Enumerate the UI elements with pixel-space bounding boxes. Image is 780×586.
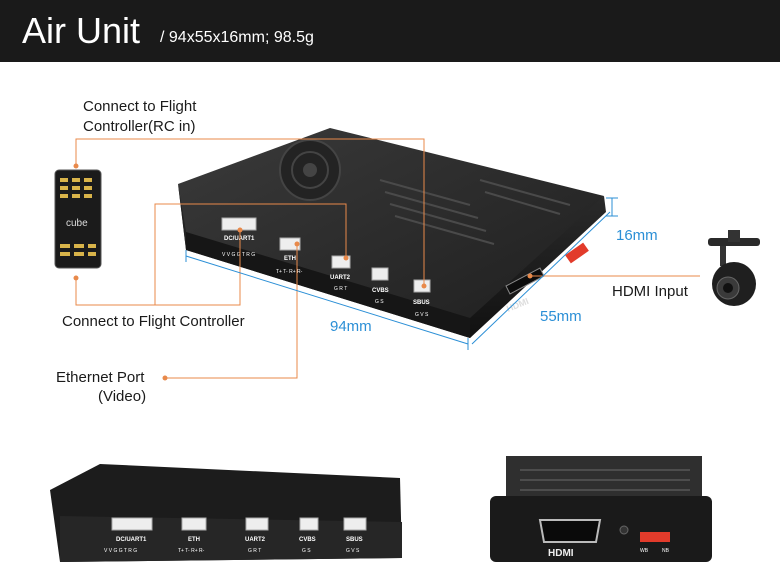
wb-nb-switch: WB NB: [565, 242, 594, 274]
air-unit-side-image: HDMI WB NB: [490, 456, 712, 562]
svg-text:G S: G S: [375, 299, 384, 305]
gimbal-camera-image: [708, 230, 760, 306]
svg-text:G V S: G V S: [346, 548, 360, 554]
port-dc-uart1: DC/UART1 V V G G T R G: [221, 217, 257, 258]
callout-line-fc-a: [75, 203, 347, 306]
page-subtitle: / 94x55x16mm; 98.5g: [160, 29, 314, 46]
svg-text:V V G G T R G: V V G G T R G: [104, 548, 137, 554]
callout-ethernet-line1: Ethernet Port: [56, 369, 145, 386]
svg-text:WB: WB: [640, 548, 649, 554]
header-bar: Air Unit / 94x55x16mm; 98.5g: [0, 0, 780, 62]
svg-text:WB: WB: [566, 268, 575, 274]
front-port-cvbs: CVBS G S: [299, 517, 319, 554]
svg-text:SBUS: SBUS: [413, 300, 430, 306]
callout-line-fc-b: [155, 230, 241, 306]
port-eth: ETH T+ T- R+ R-: [276, 237, 303, 275]
callout-line-rc-in: [75, 138, 425, 286]
callout-rc-in-line2: Controller(RC in): [83, 118, 196, 135]
svg-text:HDMI: HDMI: [548, 548, 574, 559]
svg-text:T+ T- R+ R-: T+ T- R+ R-: [178, 548, 205, 554]
dimension-width-label: 94mm: [330, 318, 372, 335]
dimension-lines: [185, 197, 618, 350]
callout-ethernet-line2: (Video): [98, 388, 147, 405]
air-unit-front-image: DC/UART1 V V G G T R G ETH T+ T- R+ R- U…: [50, 464, 402, 562]
air-unit-image: DC/UART1 V V G G T R G ETH T+ T- R+ R- U…: [178, 128, 606, 338]
front-port-eth: ETH T+ T- R+ R-: [178, 517, 207, 554]
svg-text:G R T: G R T: [334, 286, 347, 292]
callout-flight-controller: Connect to Flight Controller: [62, 313, 245, 330]
svg-text:DC/UART1: DC/UART1: [224, 236, 255, 242]
dimension-line-width: [185, 255, 469, 345]
callout-dots: [73, 163, 533, 381]
callout-lines: [75, 138, 700, 379]
svg-text:DC/UART1: DC/UART1: [116, 537, 147, 543]
svg-text:UART2: UART2: [245, 537, 266, 543]
svg-text:ETH: ETH: [284, 256, 296, 262]
callout-line-ethernet: [165, 244, 298, 379]
svg-text:NB: NB: [586, 258, 594, 264]
dimension-line-depth: [471, 211, 611, 345]
callout-rc-in-line1: Connect to Flight: [83, 98, 197, 115]
svg-text:CVBS: CVBS: [299, 537, 316, 543]
dimension-depth-label: 55mm: [540, 308, 582, 325]
front-port-dc-uart1: DC/UART1 V V G G T R G: [104, 517, 153, 554]
dimension-height-label: 16mm: [616, 227, 658, 244]
callout-hdmi-input: HDMI Input: [612, 283, 688, 300]
svg-text:NB: NB: [662, 548, 670, 554]
svg-text:ETH: ETH: [188, 537, 200, 543]
flight-controller-image: cube: [54, 169, 102, 269]
svg-text:G R T: G R T: [248, 548, 261, 554]
front-port-sbus: SBUS G V S: [343, 517, 367, 554]
svg-text:T+ T- R+ R-: T+ T- R+ R-: [276, 269, 303, 275]
svg-text:CVBS: CVBS: [372, 288, 389, 294]
svg-text:G V S: G V S: [415, 312, 429, 318]
page-title: Air Unit: [22, 10, 141, 51]
svg-text:V V G G T R G: V V G G T R G: [222, 252, 255, 258]
svg-text:UART2: UART2: [330, 275, 351, 281]
svg-text:SBUS: SBUS: [346, 537, 363, 543]
front-port-uart2: UART2 G R T: [245, 517, 269, 554]
cube-logo: cube: [66, 218, 88, 229]
svg-text:G S: G S: [302, 548, 311, 554]
port-cvbs: CVBS G S: [371, 267, 389, 305]
